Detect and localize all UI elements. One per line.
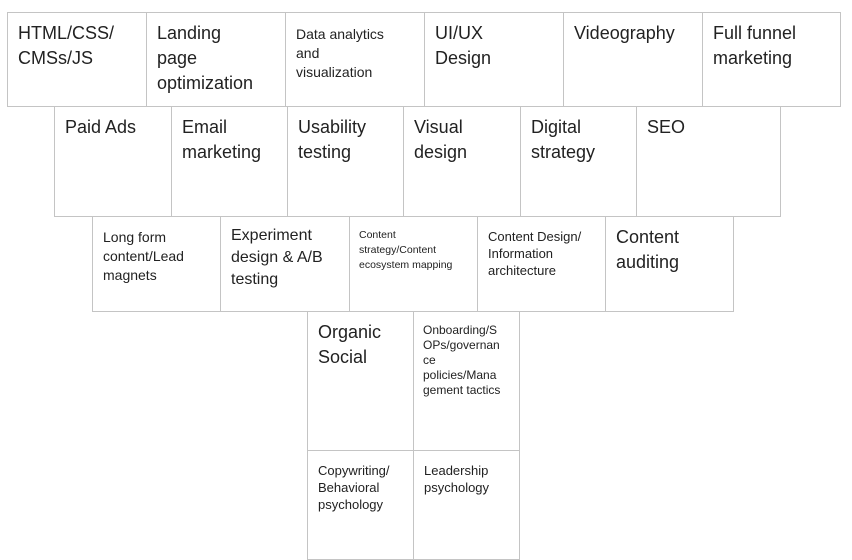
skill-digital-strategy: Digital strategy (520, 106, 637, 217)
skill-ui-ux: UI/UX Design (424, 12, 564, 107)
skill-email-marketing: Email marketing (171, 106, 288, 217)
skill-html-css: HTML/CSS/ CMSs/JS (7, 12, 147, 107)
skill-long-form-content: Long form content/Lead magnets (92, 216, 221, 312)
skill-onboarding-sops: Onboarding/S OPs/governan ce policies/Ma… (413, 311, 520, 451)
skill-copywriting: Copywriting/ Behavioral psychology (307, 450, 414, 560)
skill-usability-testing: Usability testing (287, 106, 404, 217)
skill-content-strategy: Content strategy/Content ecosystem mappi… (349, 216, 478, 312)
skill-paid-ads: Paid Ads (54, 106, 172, 217)
skill-full-funnel: Full funnel marketing (702, 12, 841, 107)
skill-leadership-psychology: Leadership psychology (413, 450, 520, 560)
skill-videography: Videography (563, 12, 703, 107)
skill-landing-page: Landing page optimization (146, 12, 286, 107)
skill-data-analytics: Data analytics and visualization (285, 12, 425, 107)
skill-seo: SEO (636, 106, 781, 217)
skill-organic-social: Organic Social (307, 311, 414, 451)
skill-content-auditing: Content auditing (605, 216, 734, 312)
skill-experiment-design: Experiment design & A/B testing (220, 216, 350, 312)
skill-visual-design: Visual design (403, 106, 521, 217)
skill-content-design: Content Design/ Information architecture (477, 216, 606, 312)
